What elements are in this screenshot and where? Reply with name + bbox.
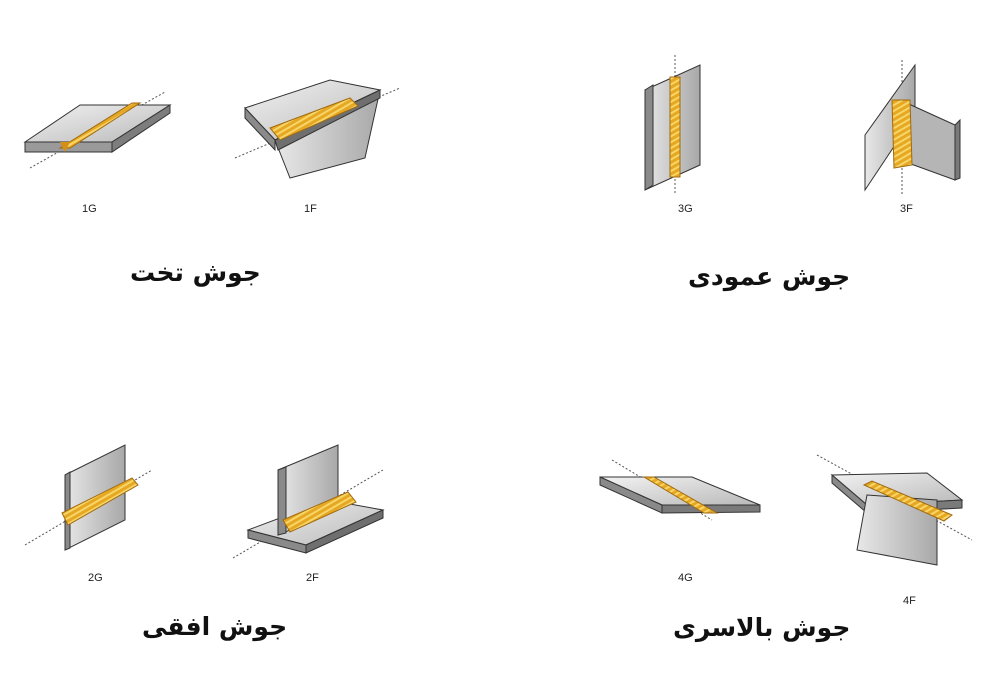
fillet-weld-vertical-illustration [864,60,961,195]
fillet-weld-overhead-illustration [816,454,973,566]
butt-weld-horizontal-illustration [24,444,153,551]
group-title-flat: جوش تخت [130,258,261,287]
position-code-2g: 2G [88,572,103,584]
butt-weld-flat-illustration [23,91,172,169]
weld-figure-3f [860,60,970,200]
weld-figure-4f [812,454,982,575]
weld-figure-4g [592,455,772,535]
group-title-overhead: جوش بالاسری [673,613,851,642]
position-code-3f: 3F [900,203,913,215]
fillet-weld-horizontal-illustration [232,444,385,559]
butt-weld-vertical-illustration [644,55,701,195]
group-title-horizontal: جوش افقی [142,612,288,641]
position-code-2f: 2F [306,572,319,584]
position-code-4g: 4G [678,572,693,584]
position-code-3g: 3G [678,203,693,215]
weld-figure-1f [230,68,410,183]
position-code-4f: 4F [903,595,916,607]
weld-figure-3g [630,55,720,200]
group-title-vertical: جوش عمودی [688,262,851,291]
fillet-weld-flat-illustration [234,79,401,179]
position-code-1g: 1G [82,203,97,215]
weld-figure-2g [20,435,160,555]
position-code-1f: 1F [304,203,317,215]
weld-figure-2f [228,440,393,565]
butt-weld-overhead-illustration [599,459,761,521]
weld-figure-1g [20,80,180,180]
